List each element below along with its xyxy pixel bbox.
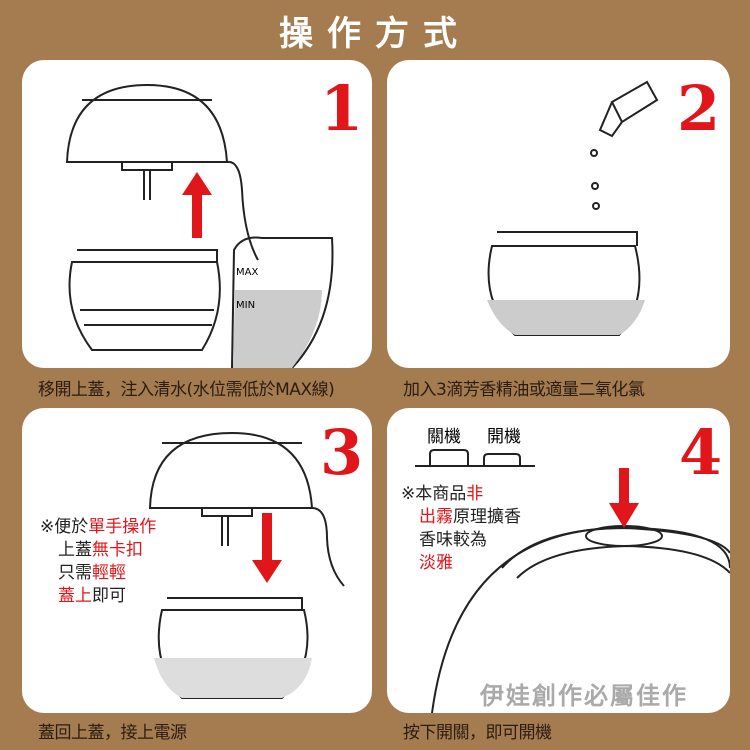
step-2-caption: 加入3滴芳香精油或適量二氧化氯: [403, 380, 645, 400]
max-label: MAX: [236, 267, 259, 278]
step-3-note: ※便於單手操作 上蓋無卡扣 只需輕輕 蓋上即可: [40, 517, 157, 606]
step-number: 2: [677, 72, 721, 145]
step-number: 4: [679, 416, 723, 489]
step-4-caption: 按下開關，即可開機: [403, 723, 552, 743]
step-4-illustration: [415, 449, 730, 713]
on-label: 開機: [487, 427, 521, 447]
step-3-panel: ※便於單手操作 上蓋無卡扣 只需輕輕 蓋上即可 3: [22, 408, 372, 713]
watermark: 伊娃創作必屬佳作: [480, 682, 688, 710]
step-number: 3: [320, 416, 364, 489]
step-2-illustration: [487, 80, 659, 336]
step-2-panel: 2: [387, 60, 730, 368]
step-3-illustration: [148, 431, 345, 699]
step-4-note: ※本商品非 出霧原理擴香 香味較為 淡雅: [401, 484, 521, 573]
step-4-panel: 關機 開機 ※本商品非 出霧原理擴香 香味較為 淡雅 4: [387, 408, 730, 713]
off-label: 關機: [427, 427, 461, 447]
step-3-caption: 蓋回上蓋，接上電源: [38, 723, 187, 743]
step-1-illustration: [65, 83, 334, 368]
step-number: 1: [320, 72, 364, 145]
step-1-panel: MAX MIN 1: [22, 60, 372, 368]
step-1-caption: 移開上蓋，注入清水(水位需低於MAX線): [38, 380, 335, 400]
page-title: 操作方式: [279, 14, 471, 54]
min-label: MIN: [236, 300, 256, 311]
